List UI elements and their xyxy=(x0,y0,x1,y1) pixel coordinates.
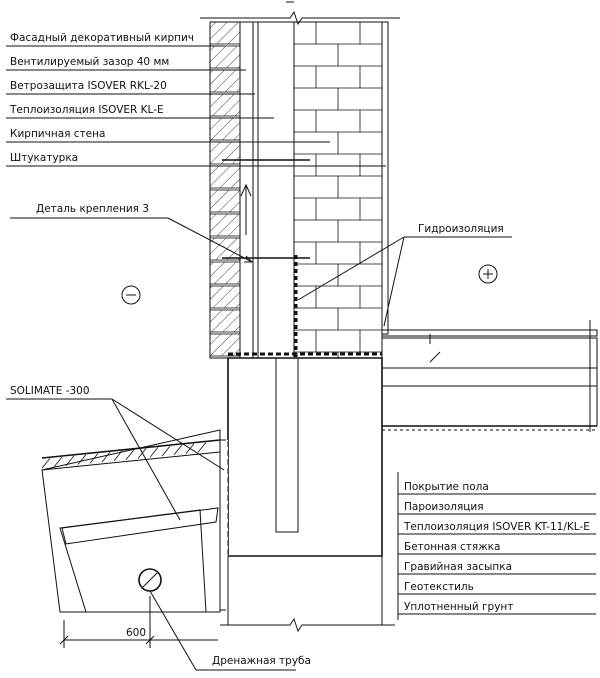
waterproofing-label: Гидроизоляция xyxy=(418,223,504,235)
facade-brick xyxy=(209,285,241,309)
soil-hatch-line xyxy=(41,457,51,469)
wind-barrier xyxy=(252,21,259,359)
fastening-arrow xyxy=(244,255,254,263)
soil-hatch-line xyxy=(113,450,123,462)
soil-hatch-line xyxy=(53,456,63,468)
facade-brick xyxy=(209,213,241,237)
facade-brick xyxy=(209,117,241,141)
facade-brick xyxy=(209,261,241,285)
top-break-line xyxy=(200,10,400,26)
solimate-leaders xyxy=(111,398,225,521)
facade-brick xyxy=(209,69,241,93)
wall-insulation xyxy=(257,21,295,359)
soil-hatch-line xyxy=(101,451,111,463)
drainage-leader xyxy=(149,590,197,671)
floor-layer-label: Уплотненный грунт xyxy=(404,601,513,613)
floor-layer-label: Теплоизоляция ISOVER KT-11/KL-E xyxy=(403,521,590,533)
load-bearing-brick-wall xyxy=(293,21,383,359)
fastening-leader xyxy=(167,217,253,263)
foundation-insulation xyxy=(275,357,299,533)
soil-hatch-line xyxy=(89,453,99,464)
floor-leaders xyxy=(429,334,441,363)
wall-layer-label: Штукатурка xyxy=(10,152,78,164)
floor-layer-label: Геотекстиль xyxy=(404,581,474,593)
wall-leaders xyxy=(204,45,386,167)
soil-hatch-line xyxy=(197,442,207,453)
floor-layer-label: Пароизоляция xyxy=(404,501,484,513)
ground-hatching xyxy=(41,442,207,469)
solimate-horizontal xyxy=(61,507,219,545)
facade-brick xyxy=(209,93,241,117)
exterior-ground xyxy=(41,429,221,613)
wall-layer-labels: Фасадный декоративный кирпичВентилируемы… xyxy=(6,32,204,167)
drain-pipe xyxy=(138,568,162,592)
floor-layer-label: Гравийная засыпка xyxy=(404,561,512,573)
drainage-pipe-label: Дренажная труба xyxy=(212,655,311,667)
interior-plaster xyxy=(381,21,389,335)
facade-brick xyxy=(209,237,241,261)
facade-brick xyxy=(209,165,241,189)
soil-hatch-line xyxy=(137,448,147,459)
wall-layer-label: Теплоизоляция ISOVER KL-E xyxy=(9,104,164,116)
warm-side-symbol xyxy=(478,264,498,284)
dimension-value: 600 xyxy=(126,627,146,639)
facade-brick xyxy=(209,309,241,333)
wall-layer-label: Фасадный декоративный кирпич xyxy=(10,32,194,44)
concrete-foundation xyxy=(227,357,383,557)
wall-layer-label: Кирпичная стена xyxy=(10,128,105,140)
soil-hatch-line xyxy=(77,454,87,465)
solimate-board xyxy=(219,439,229,611)
soil-hatch-line xyxy=(149,447,159,458)
facade-brick xyxy=(209,333,241,357)
air-flow-arrow xyxy=(240,183,252,235)
floor-construction xyxy=(381,329,598,431)
soil-hatch-line xyxy=(65,455,75,467)
facade-brick xyxy=(209,21,241,45)
dimension-line xyxy=(59,596,218,648)
facade-brick xyxy=(209,45,241,69)
soil-hatch-line xyxy=(125,449,135,460)
foundation-lower-walls xyxy=(227,556,383,625)
waterproofing-leaders xyxy=(297,236,405,327)
fastening-detail-label: Деталь крепления 3 xyxy=(36,203,149,215)
facade-brick xyxy=(209,189,241,213)
wall-layer-label: Ветрозащита ISOVER RKL-20 xyxy=(10,80,167,92)
wall-layer-label: Вентилируемый зазор 40 мм xyxy=(10,56,169,68)
soil-hatch-line xyxy=(173,444,183,456)
facade-brick-column xyxy=(209,21,241,359)
floor-layer-label: Бетонная стяжка xyxy=(404,541,500,553)
soil-hatch-line xyxy=(161,445,171,457)
cold-side-symbol xyxy=(121,285,141,305)
solimate-label: SOLIMATE -300 xyxy=(10,385,90,397)
floor-layer-label: Покрытие пола xyxy=(404,481,489,493)
bottom-break-line xyxy=(220,617,395,633)
